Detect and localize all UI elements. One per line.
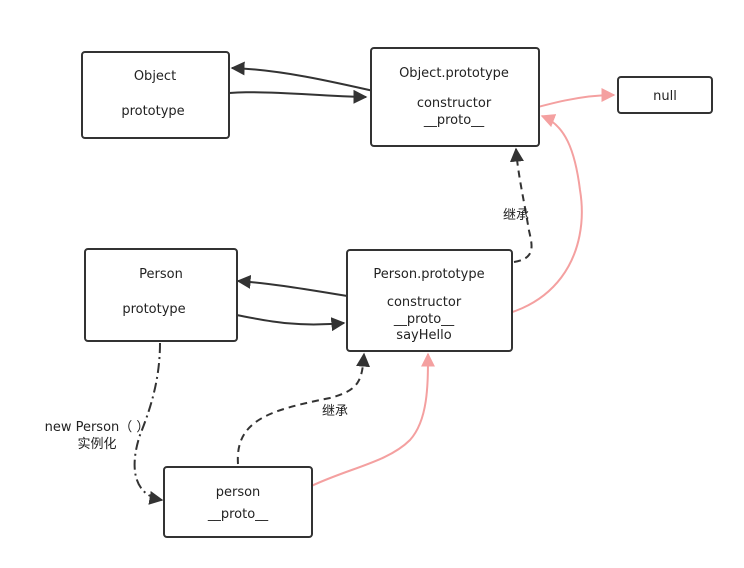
- node-object-line-0: prototype: [121, 104, 184, 119]
- edge-person-instantiates-person-instance: [133, 342, 164, 505]
- edge-person-prototype-inherits-object-prototype: [509, 147, 533, 263]
- node-object-title: Object: [134, 69, 176, 84]
- node-null: null: [617, 76, 713, 114]
- label-instantiate-line1: new Person（ ）: [45, 420, 150, 435]
- node-object-prototype-line-1: __proto__: [423, 113, 485, 128]
- node-person-title: Person: [139, 267, 183, 282]
- node-person: Person prototype: [84, 248, 238, 342]
- node-object: Object prototype: [81, 51, 230, 139]
- node-person-instance-title: person: [216, 485, 261, 500]
- node-person-prototype-line-0: constructor: [387, 295, 462, 310]
- node-object-prototype-title: Object.prototype: [399, 66, 509, 81]
- node-object-prototype-line-0: constructor: [417, 96, 492, 111]
- node-null-title: null: [653, 89, 677, 104]
- node-person-prototype: Person.prototype constructor __proto__ s…: [346, 249, 513, 352]
- node-person-line-0: prototype: [122, 302, 185, 317]
- label-inherit-lower: 继承: [322, 404, 348, 419]
- node-person-prototype-title: Person.prototype: [373, 267, 484, 282]
- edge-person-instance-inherits-person-prototype: [236, 352, 371, 465]
- node-person-instance: person __proto__: [163, 466, 313, 538]
- label-inherit-upper: 继承: [503, 208, 529, 223]
- label-instantiate-line2: 实例化: [77, 437, 116, 452]
- node-person-instance-line-0: __proto__: [207, 507, 269, 522]
- edge-person-prototype-proto-to-object-prototype: [459, 114, 583, 321]
- node-object-prototype: Object.prototype constructor __proto__: [370, 47, 540, 147]
- node-person-prototype-line-2: sayHello: [396, 328, 451, 343]
- node-person-prototype-line-1: __proto__: [393, 312, 455, 327]
